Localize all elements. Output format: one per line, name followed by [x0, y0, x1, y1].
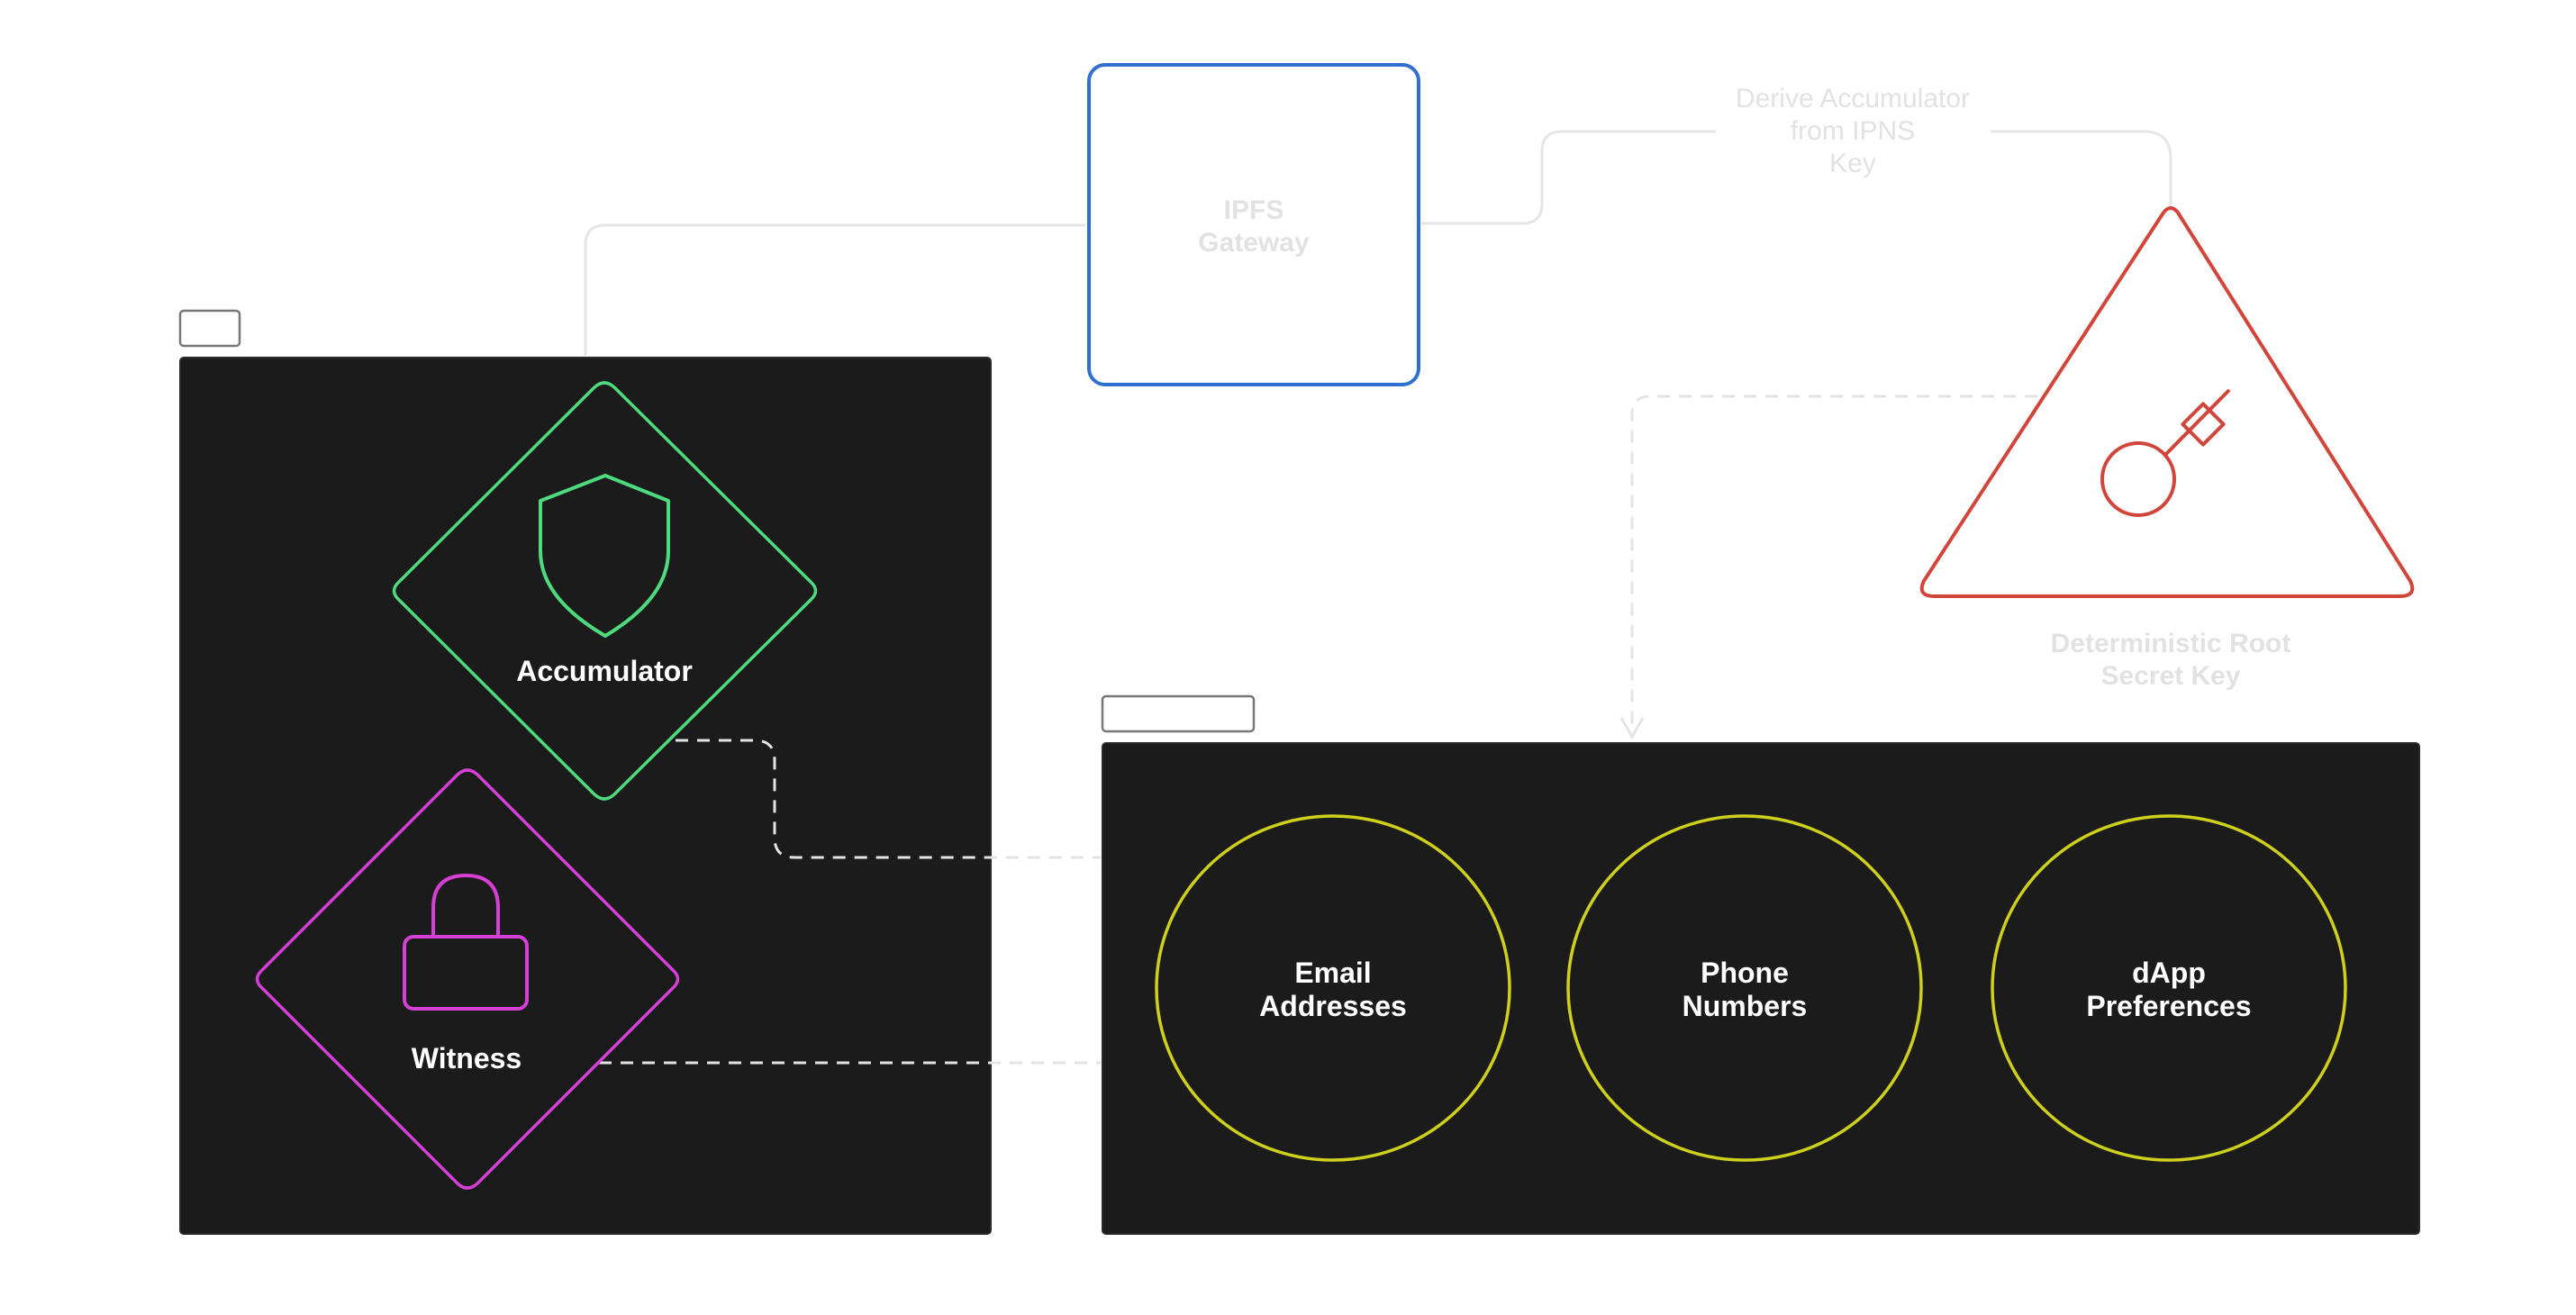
root-key-label-line1: Deterministic Root — [2051, 629, 2291, 658]
phone-numbers-node[interactable] — [1566, 814, 1923, 1162]
connector-frame-to-ipfs — [584, 223, 1085, 356]
ipfs-gateway-label-line2: Gateway — [1198, 228, 1310, 258]
arrow-head — [1619, 717, 1645, 740]
witness-label: Witness — [412, 1042, 522, 1075]
witness-node[interactable] — [255, 768, 680, 1190]
derive-label-line2: from IPNS — [1791, 116, 1915, 146]
email-label-line1: Email — [1294, 957, 1371, 989]
left-frame-label-tag[interactable] — [178, 309, 241, 348]
accumulator-node[interactable] — [392, 381, 818, 801]
root-key-triangle-node[interactable] — [1919, 206, 2415, 598]
shield-icon — [539, 474, 670, 638]
connector-key-to-data-frame — [1630, 394, 2037, 731]
key-icon — [2100, 388, 2231, 517]
connector-derive-to-triangle — [1991, 130, 2172, 209]
connector-accumulator-to-data — [676, 739, 1101, 859]
dapp-preferences-node[interactable] — [1991, 814, 2347, 1162]
accumulator-label: Accumulator — [516, 655, 693, 687]
phone-label-line2: Numbers — [1683, 990, 1808, 1022]
email-label-line2: Addresses — [1259, 990, 1407, 1022]
derive-label-line1: Derive Accumulator — [1736, 84, 1970, 113]
ipfs-gateway-label-line1: IPFS — [1224, 195, 1284, 225]
root-key-label-line2: Secret Key — [2100, 661, 2240, 691]
right-frame-label-tag[interactable] — [1101, 694, 1256, 733]
connector-ipfs-to-derive — [1421, 130, 1716, 225]
derive-label-line3: Key — [1829, 149, 1876, 178]
dapp-label-line2: Preferences — [2086, 990, 2251, 1022]
ipfs-gateway-node[interactable] — [1087, 63, 1420, 386]
phone-label-line1: Phone — [1701, 957, 1789, 989]
email-addresses-node[interactable] — [1155, 814, 1511, 1162]
dapp-label-line1: dApp — [2132, 957, 2206, 989]
lock-icon — [403, 874, 529, 1011]
